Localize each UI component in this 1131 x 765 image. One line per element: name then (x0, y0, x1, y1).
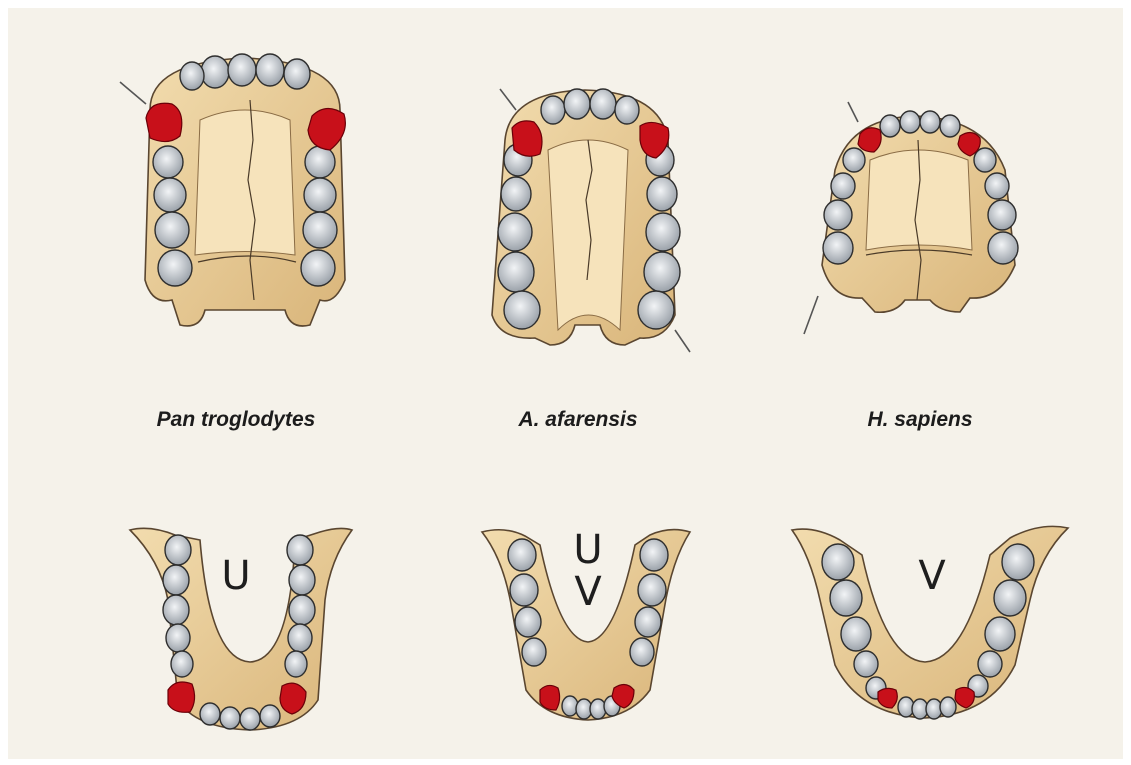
canine-left (540, 685, 560, 710)
canine-left (512, 121, 542, 156)
canine-left (168, 682, 195, 712)
arch-shape-letter-a-afarensis-top: U (573, 530, 602, 570)
palate-vault (195, 110, 295, 255)
pointer-line (804, 296, 818, 334)
upper-jaw-pan-troglodytes (120, 54, 345, 326)
species-label-pan-troglodytes: Pan troglodytes (157, 408, 316, 432)
upper-jaw-a-afarensis (492, 89, 690, 352)
pointer-line (848, 102, 858, 122)
arch-shape-letter-h-sapiens: V (918, 556, 945, 596)
pointer-line (120, 82, 146, 104)
species-label-h-sapiens: H. sapiens (867, 408, 972, 432)
species-label-a-afarensis: A. afarensis (518, 408, 637, 432)
arch-shape-letter-a-afarensis-bottom: V (574, 572, 601, 612)
pointer-line (500, 89, 516, 110)
palate-vault (548, 140, 628, 330)
upper-jaw-h-sapiens (804, 102, 1018, 334)
pointer-line (675, 330, 690, 352)
arch-shape-letter-pan-troglodytes: U (221, 556, 250, 596)
canine-left (146, 103, 182, 141)
